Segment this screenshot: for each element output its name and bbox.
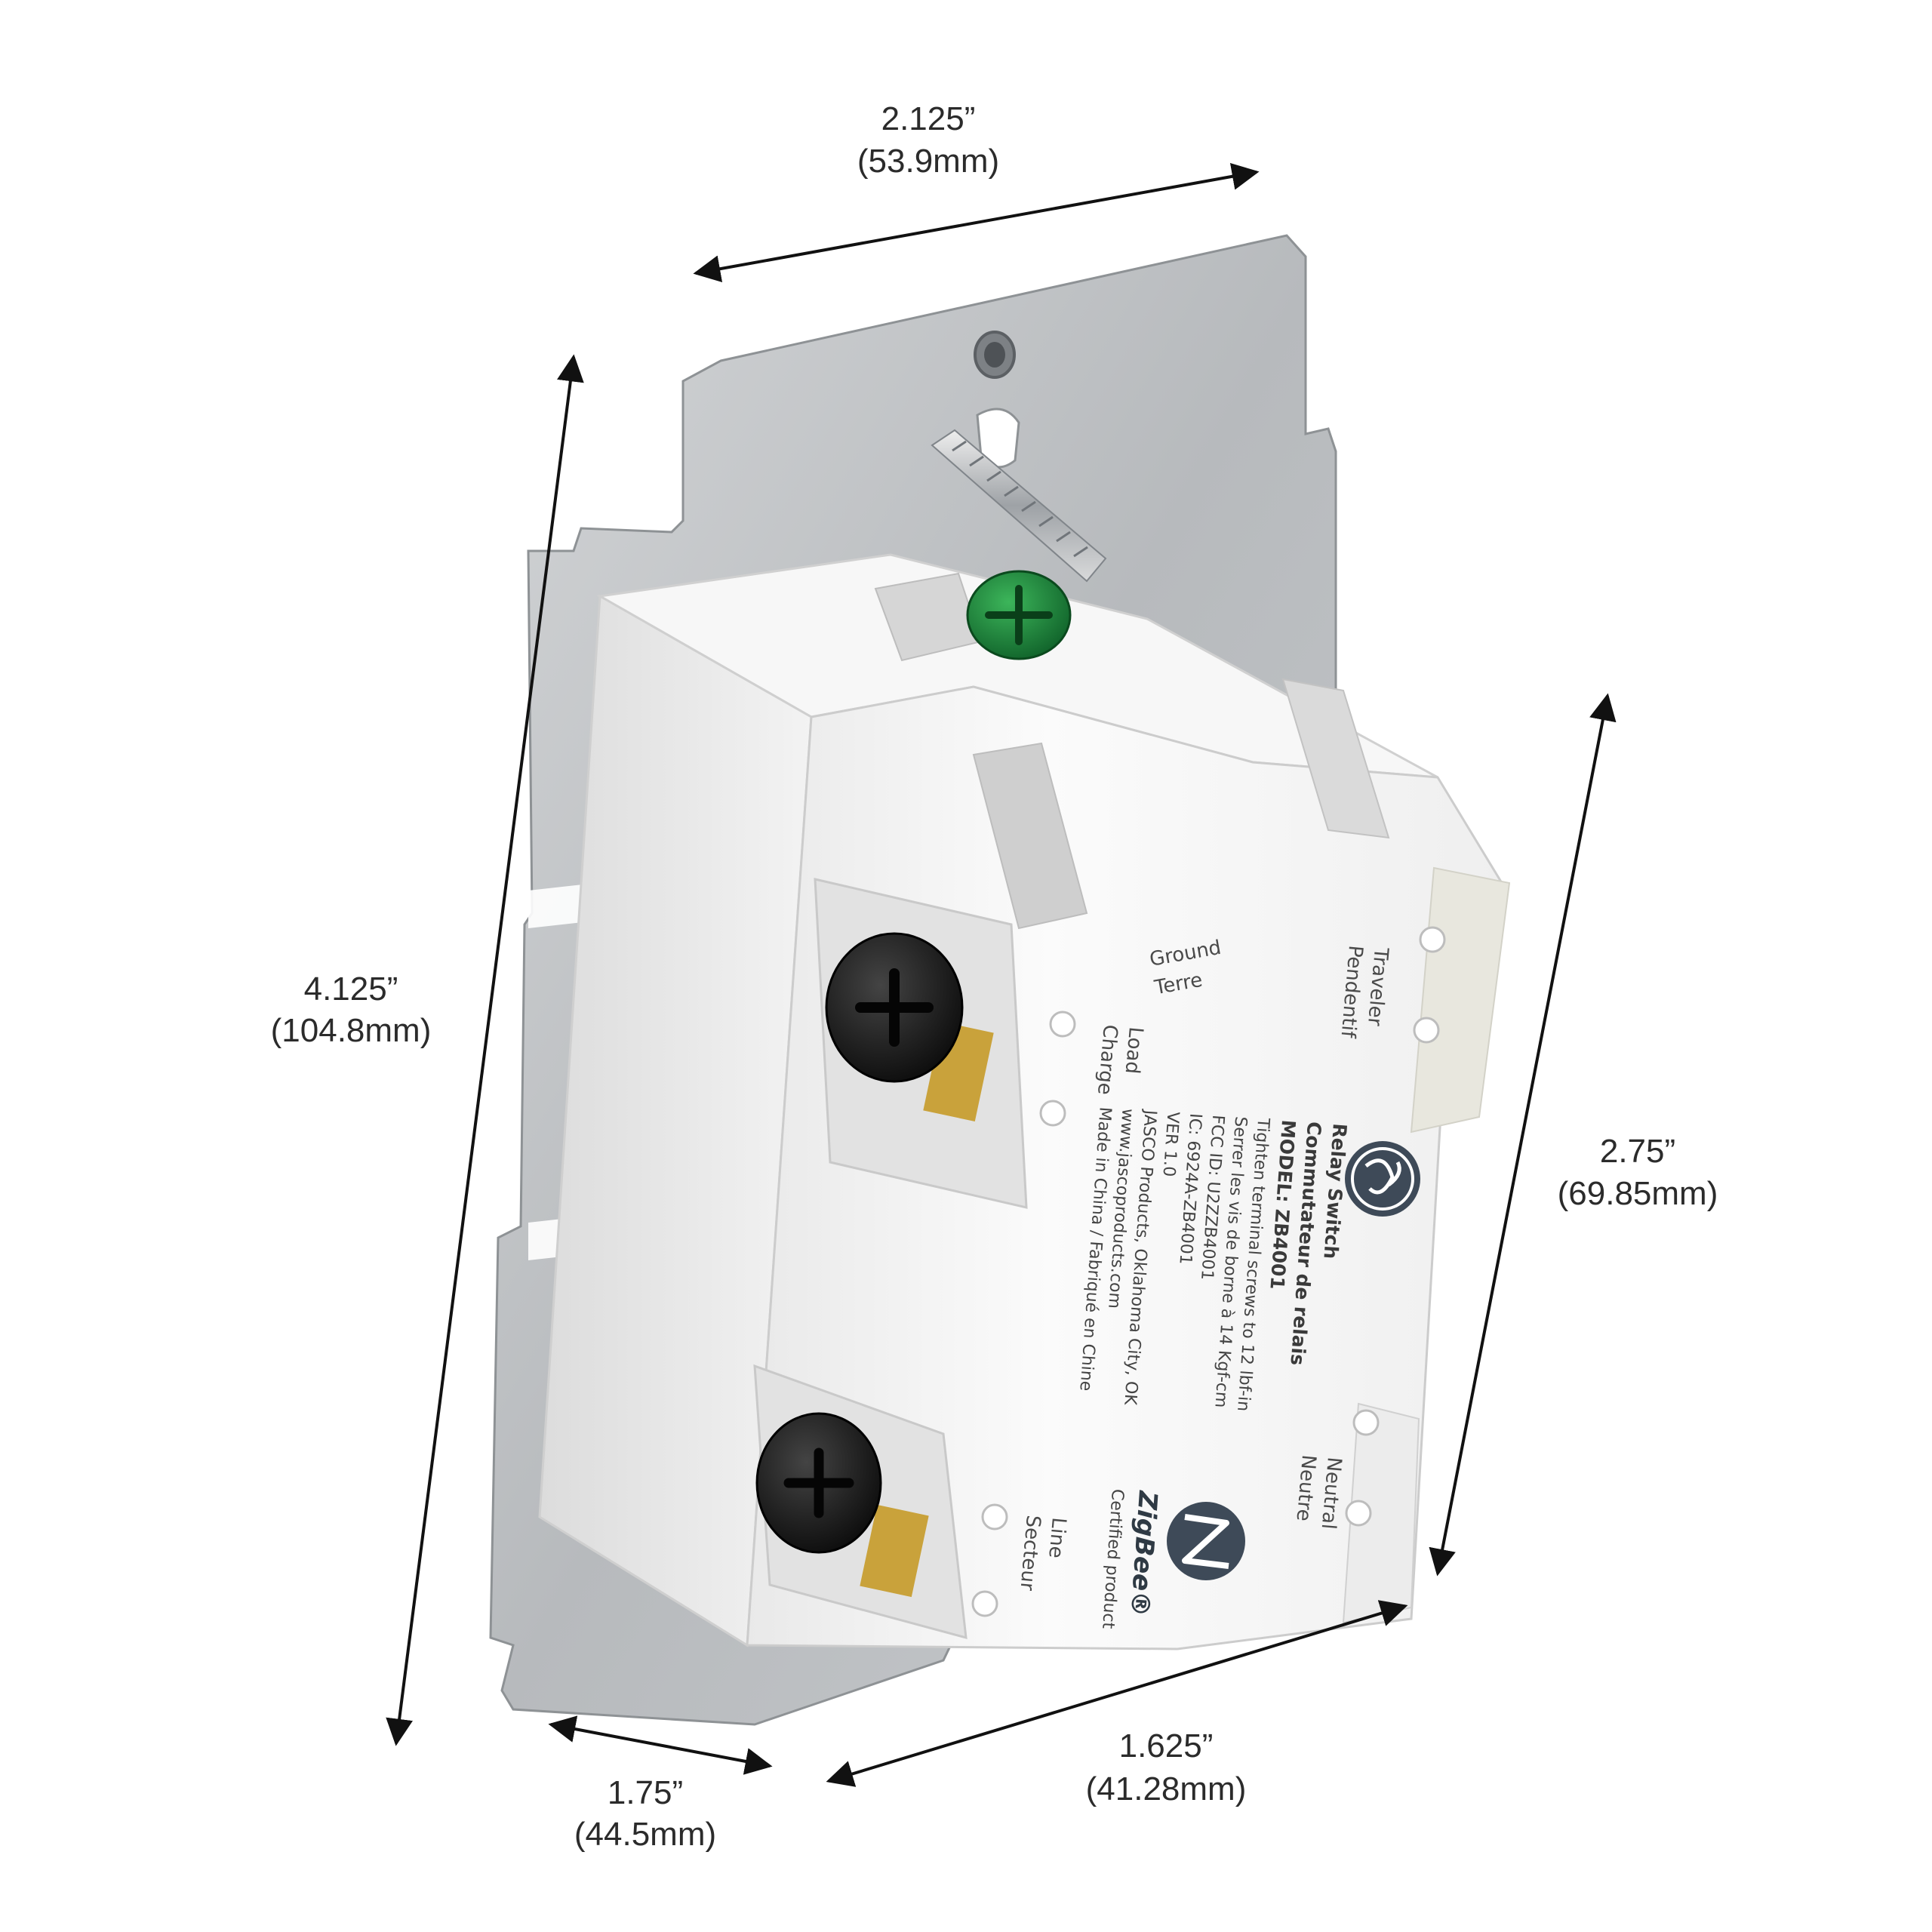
ground-screw (966, 570, 1072, 660)
dim-label-top-width: 2.125” (53.9mm) (857, 100, 999, 180)
dim-label-plate-height: 4.125” (104.8mm) (271, 971, 432, 1049)
ge-logo (1345, 1141, 1420, 1217)
arrow-body-width (826, 1600, 1408, 1787)
terminal-label-neutral: Neutral Neutre (1291, 1454, 1345, 1530)
dimension-arrows (386, 163, 1617, 1787)
load-terminal-screw (825, 932, 994, 1121)
arrow-depth (548, 1715, 773, 1775)
svg-text:(53.9mm): (53.9mm) (857, 143, 999, 180)
svg-text:1.625”: 1.625” (1119, 1727, 1214, 1764)
mounting-screw (931, 429, 1107, 583)
svg-text:(41.28mm): (41.28mm) (1086, 1770, 1247, 1807)
svg-text:Line: Line (1044, 1516, 1070, 1559)
svg-text:2.75”: 2.75” (1600, 1133, 1675, 1170)
switch-body (538, 553, 1511, 1651)
svg-text:1.75”: 1.75” (608, 1774, 683, 1811)
arrow-top-width (693, 163, 1260, 282)
svg-text:(104.8mm): (104.8mm) (271, 1012, 432, 1049)
svg-text:Load: Load (1121, 1026, 1147, 1075)
dim-label-depth: 1.75” (44.5mm) (574, 1774, 716, 1853)
label-line-8: VER 1.0 (1159, 1111, 1183, 1177)
svg-text:(69.85mm): (69.85mm) (1558, 1175, 1718, 1212)
arrow-plate-height (386, 354, 584, 1746)
svg-text:2.125”: 2.125” (881, 100, 976, 137)
svg-text:4.125”: 4.125” (304, 971, 398, 1008)
arrow-body-height (1429, 693, 1617, 1577)
dim-label-body-height: 2.75” (69.85mm) (1558, 1133, 1718, 1212)
dim-label-body-width: 1.625” (41.28mm) (1086, 1727, 1247, 1807)
line-terminal-screw (755, 1412, 929, 1598)
svg-text:(44.5mm): (44.5mm) (574, 1816, 716, 1853)
